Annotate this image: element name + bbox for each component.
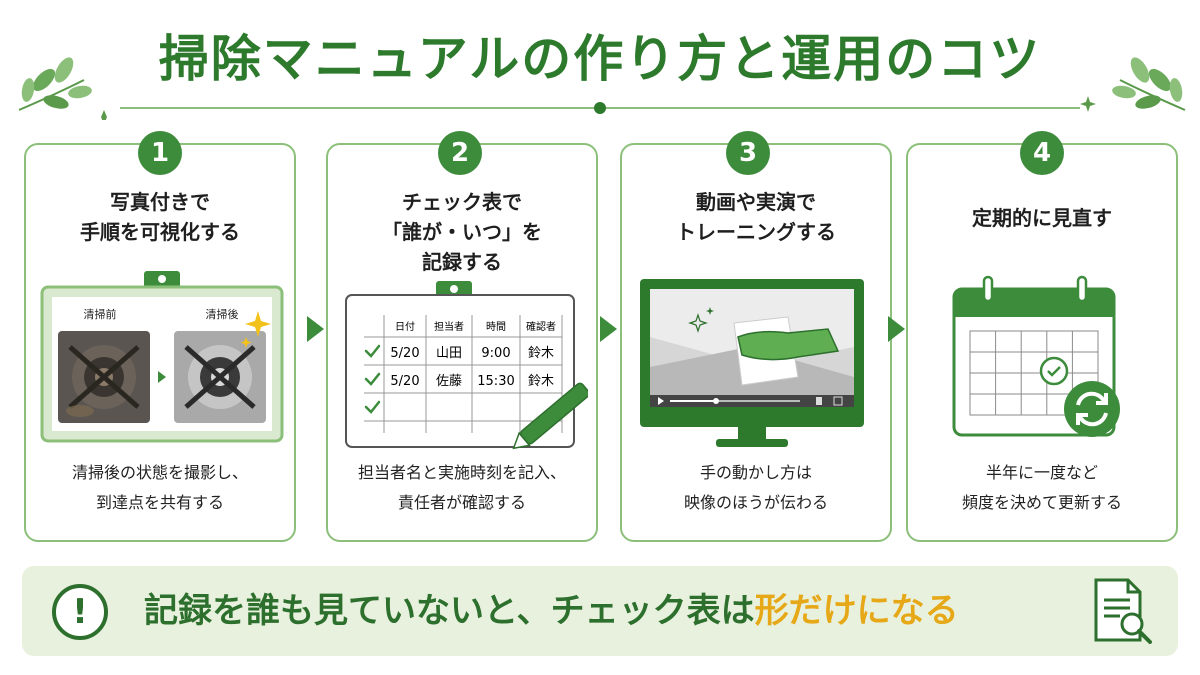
table-header: 担当者 [434, 320, 464, 333]
table-cell: 9:00 [481, 346, 510, 361]
before-after-clipboard: 清掃前 清掃後 [40, 271, 284, 443]
step-title: 動画や実演で トレーニングする [676, 190, 836, 244]
document-search-icon [1094, 578, 1152, 644]
step-description: 手の動かし方は 映像のほうが伝わる [683, 463, 828, 512]
step-title: 定期的に見直す [972, 206, 1112, 230]
step-card-3: 動画や実演で トレーニングする 手の動かし方は 映像のほうが伝わる [620, 143, 892, 542]
step-number-1: 1 [138, 131, 182, 175]
page-title: 掃除マニュアルの作り方と運用のコツ [158, 30, 1042, 88]
table-cell: 山田 [436, 346, 462, 361]
step-description: 清掃後の状態を撮影し、 到達点を共有する [71, 463, 248, 512]
step-title: チェック表で 「誰が・いつ」を 記録する [382, 190, 542, 274]
title-divider-dot [594, 102, 606, 114]
step-arrow-3 [888, 316, 905, 342]
step-title: 写真付きで 手順を可視化する [80, 190, 240, 244]
banner-text: 記録を誰も見ていないと、チェック表は形だけになる [144, 591, 959, 631]
sparkle-icon [1080, 96, 1096, 112]
check-icon [364, 344, 381, 358]
table-cell: 5/20 [390, 374, 419, 389]
check-icon [364, 372, 381, 386]
table-header: 確認者 [526, 320, 556, 333]
leaf-decoration-left [18, 57, 107, 120]
calendar-refresh-icon [952, 275, 1120, 437]
step-number-4: 4 [1020, 131, 1064, 175]
table-cell: 5/20 [390, 346, 419, 361]
checklist-clipboard: 日付 担当者 時間 確認者 5/20 山田 9:00 鈴木 5/20 佐藤 15… [345, 281, 588, 450]
table-cell: 佐藤 [436, 374, 462, 389]
before-label: 清掃前 [84, 307, 117, 321]
step-number-3: 3 [726, 131, 770, 175]
video-monitor [640, 279, 864, 447]
step-number-2: 2 [438, 131, 482, 175]
after-label: 清掃後 [206, 307, 239, 321]
step-card-1: 写真付きで 手順を可視化する 清掃前 清掃後 清掃後の状態を撮影し、 到達点を共… [24, 143, 296, 542]
step-card-4: 定期的に見直す 半年に一度など 頻度を決めて更新する [906, 143, 1178, 542]
step-arrow-2 [600, 316, 617, 342]
step-arrow-1 [307, 316, 324, 342]
table-cell: 鈴木 [528, 346, 554, 361]
exclamation-icon: ! [52, 584, 108, 640]
play-icon [658, 397, 664, 405]
step-card-2: チェック表で 「誰が・いつ」を 記録する 日付 担当者 時間 確認者 5/20 … [326, 143, 598, 542]
banner-highlight: 形だけになる [754, 591, 959, 631]
table-header: 時間 [486, 321, 506, 333]
table-cell: 鈴木 [528, 374, 554, 389]
table-cell: 15:30 [477, 374, 514, 389]
step-description: 担当者名と実施時刻を記入、 責任者が確認する [357, 463, 566, 512]
warning-banner: ! 記録を誰も見ていないと、チェック表は形だけになる [22, 566, 1178, 656]
check-icon [364, 400, 381, 414]
step-description: 半年に一度など 頻度を決めて更新する [961, 463, 1122, 512]
leaf-decoration-right [1112, 57, 1186, 111]
table-header: 日付 [395, 320, 415, 333]
